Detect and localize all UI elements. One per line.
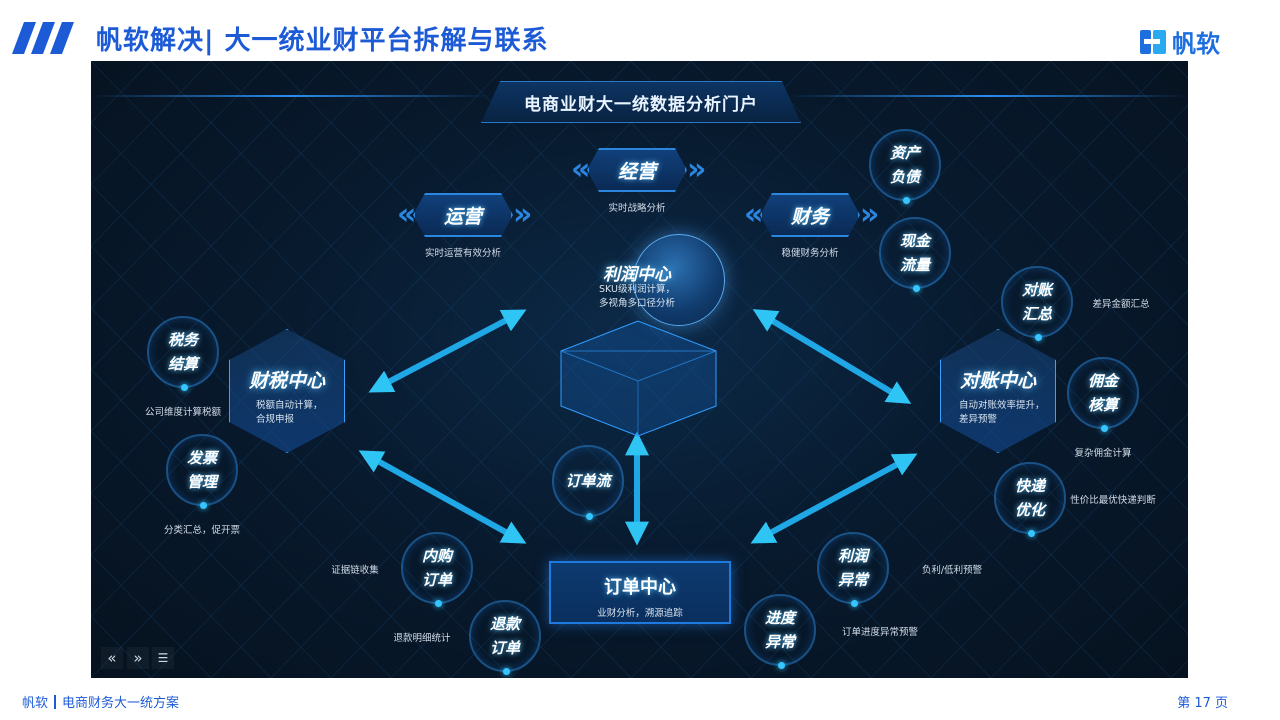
node-circle[interactable]: 利润异常	[817, 532, 889, 607]
module-label: 财务	[760, 193, 860, 237]
footer-subtitle: 电商财务大一统方案	[62, 696, 180, 711]
node-label: 异常	[837, 571, 868, 589]
profit-center-desc: SKU级利润计算，多视角多口径分析	[598, 284, 676, 309]
module-button-1[interactable]: «运营»	[397, 193, 533, 237]
brand-stripes-icon	[12, 22, 74, 54]
module-desc: 实时运营有效分析	[424, 248, 502, 259]
node-circle[interactable]: 退款订单	[469, 600, 541, 675]
node-label: 结算	[167, 355, 198, 373]
node-circle[interactable]: 内购订单	[401, 532, 473, 607]
recon-center-title: 对账中心	[959, 370, 1037, 392]
chevron-right-icon: »	[513, 197, 533, 232]
node-circle[interactable]: 资产负债	[869, 129, 941, 204]
node-label: 佣金	[1087, 372, 1118, 390]
prev-slide-button[interactable]: «	[101, 647, 123, 669]
node-circle[interactable]: 订单流	[552, 445, 624, 520]
portal-panel: 电商业财大一统数据分析门户 利润中心 SKU级利润计算，多视角多口径分析 财税中…	[91, 61, 1188, 678]
banner-line-right	[788, 95, 1188, 97]
chevron-left-icon: «	[397, 197, 417, 232]
node-label: 订单流	[565, 472, 611, 490]
double-arrow	[358, 450, 527, 544]
chevron-left-icon: «	[744, 197, 764, 232]
node-label: 订单	[421, 571, 452, 589]
node-label: 优化	[1014, 501, 1045, 519]
node-desc: 订单进度异常预警	[841, 627, 919, 638]
node-circle[interactable]: 现金流量	[879, 217, 951, 292]
node-circle[interactable]: 佣金核算	[1067, 357, 1139, 432]
node-circle[interactable]: 对账汇总	[1001, 266, 1073, 341]
node-label: 进度	[764, 609, 795, 627]
node-label: 负债	[889, 168, 920, 186]
order-center-box[interactable]: 订单中心 业财分析，溯源追踪	[549, 561, 731, 624]
profit-center-sphere[interactable]	[633, 234, 725, 326]
order-center-title: 订单中心	[604, 577, 676, 598]
page-title: 帆软解决| 大一统业财平台拆解与联系	[96, 26, 549, 56]
node-circle[interactable]: 进度异常	[744, 594, 816, 669]
node-desc: 性价比最优快递判断	[1070, 495, 1156, 506]
next-slide-button[interactable]: »	[127, 647, 149, 669]
menu-button[interactable]: ☰	[152, 647, 174, 669]
portal-title-banner: 电商业财大一统数据分析门户	[481, 81, 801, 123]
chevron-right-icon: »	[687, 152, 707, 187]
node-label: 异常	[764, 633, 795, 651]
page-number: 第 17 页	[1177, 696, 1228, 711]
node-label: 税务	[167, 331, 198, 349]
module-button-2[interactable]: «财务»	[744, 193, 880, 237]
node-label: 快递	[1014, 477, 1045, 495]
fanruan-logo: 帆软	[1138, 24, 1220, 59]
recon-center-desc: 自动对账效率提升，差异预警	[959, 400, 1045, 425]
double-arrow	[750, 453, 918, 544]
node-circle[interactable]: 快递优化	[994, 462, 1066, 537]
profit-center-platform	[541, 311, 736, 441]
node-label: 退款	[489, 615, 520, 633]
node-label: 对账	[1021, 281, 1052, 299]
node-desc: 公司维度计算税额	[144, 407, 222, 418]
tax-center-desc: 税额自动计算，合规申报	[256, 400, 323, 425]
double-arrow	[368, 309, 527, 393]
node-desc: 分类汇总，促开票	[163, 525, 241, 536]
chevron-right-icon: »	[860, 197, 880, 232]
logo-text: 帆软	[1172, 30, 1220, 58]
connection-arrows	[358, 309, 918, 546]
footer-divider	[54, 694, 57, 709]
module-label: 经营	[587, 148, 687, 192]
node-label: 现金	[899, 232, 930, 250]
profit-center-title: 利润中心	[603, 265, 671, 285]
node-desc: 退款明细统计	[393, 633, 451, 644]
footer-brand: 帆软	[22, 696, 49, 711]
double-arrow	[752, 309, 912, 404]
node-label: 资产	[889, 144, 920, 162]
node-label: 利润	[837, 547, 868, 565]
node-label: 汇总	[1021, 305, 1052, 323]
footer: 帆软 电商财务大一统方案	[22, 692, 179, 711]
fanruan-logo-icon	[1140, 29, 1166, 54]
module-desc: 稳健财务分析	[781, 248, 839, 259]
node-circle[interactable]: 发票管理	[166, 434, 238, 509]
banner-line-left	[91, 95, 491, 97]
node-circle[interactable]: 税务结算	[147, 316, 219, 391]
order-center-desc: 业财分析，溯源追踪	[597, 608, 683, 619]
module-button-0[interactable]: «经营»	[571, 148, 707, 192]
module-desc: 实时战略分析	[608, 203, 666, 214]
node-label: 订单	[489, 639, 520, 657]
node-desc: 差异金额汇总	[1092, 299, 1150, 310]
module-label: 运营	[413, 193, 513, 237]
tax-center-title: 财税中心	[248, 370, 326, 392]
node-label: 发票	[186, 449, 217, 467]
node-label: 内购	[421, 547, 452, 565]
chevron-left-icon: «	[571, 152, 591, 187]
node-desc: 复杂佣金计算	[1074, 448, 1132, 459]
node-label: 核算	[1087, 396, 1118, 414]
node-label: 管理	[186, 473, 217, 491]
node-desc: 证据链收集	[331, 565, 379, 576]
node-desc: 负利/低利预警	[921, 565, 983, 576]
node-label: 流量	[899, 256, 930, 274]
